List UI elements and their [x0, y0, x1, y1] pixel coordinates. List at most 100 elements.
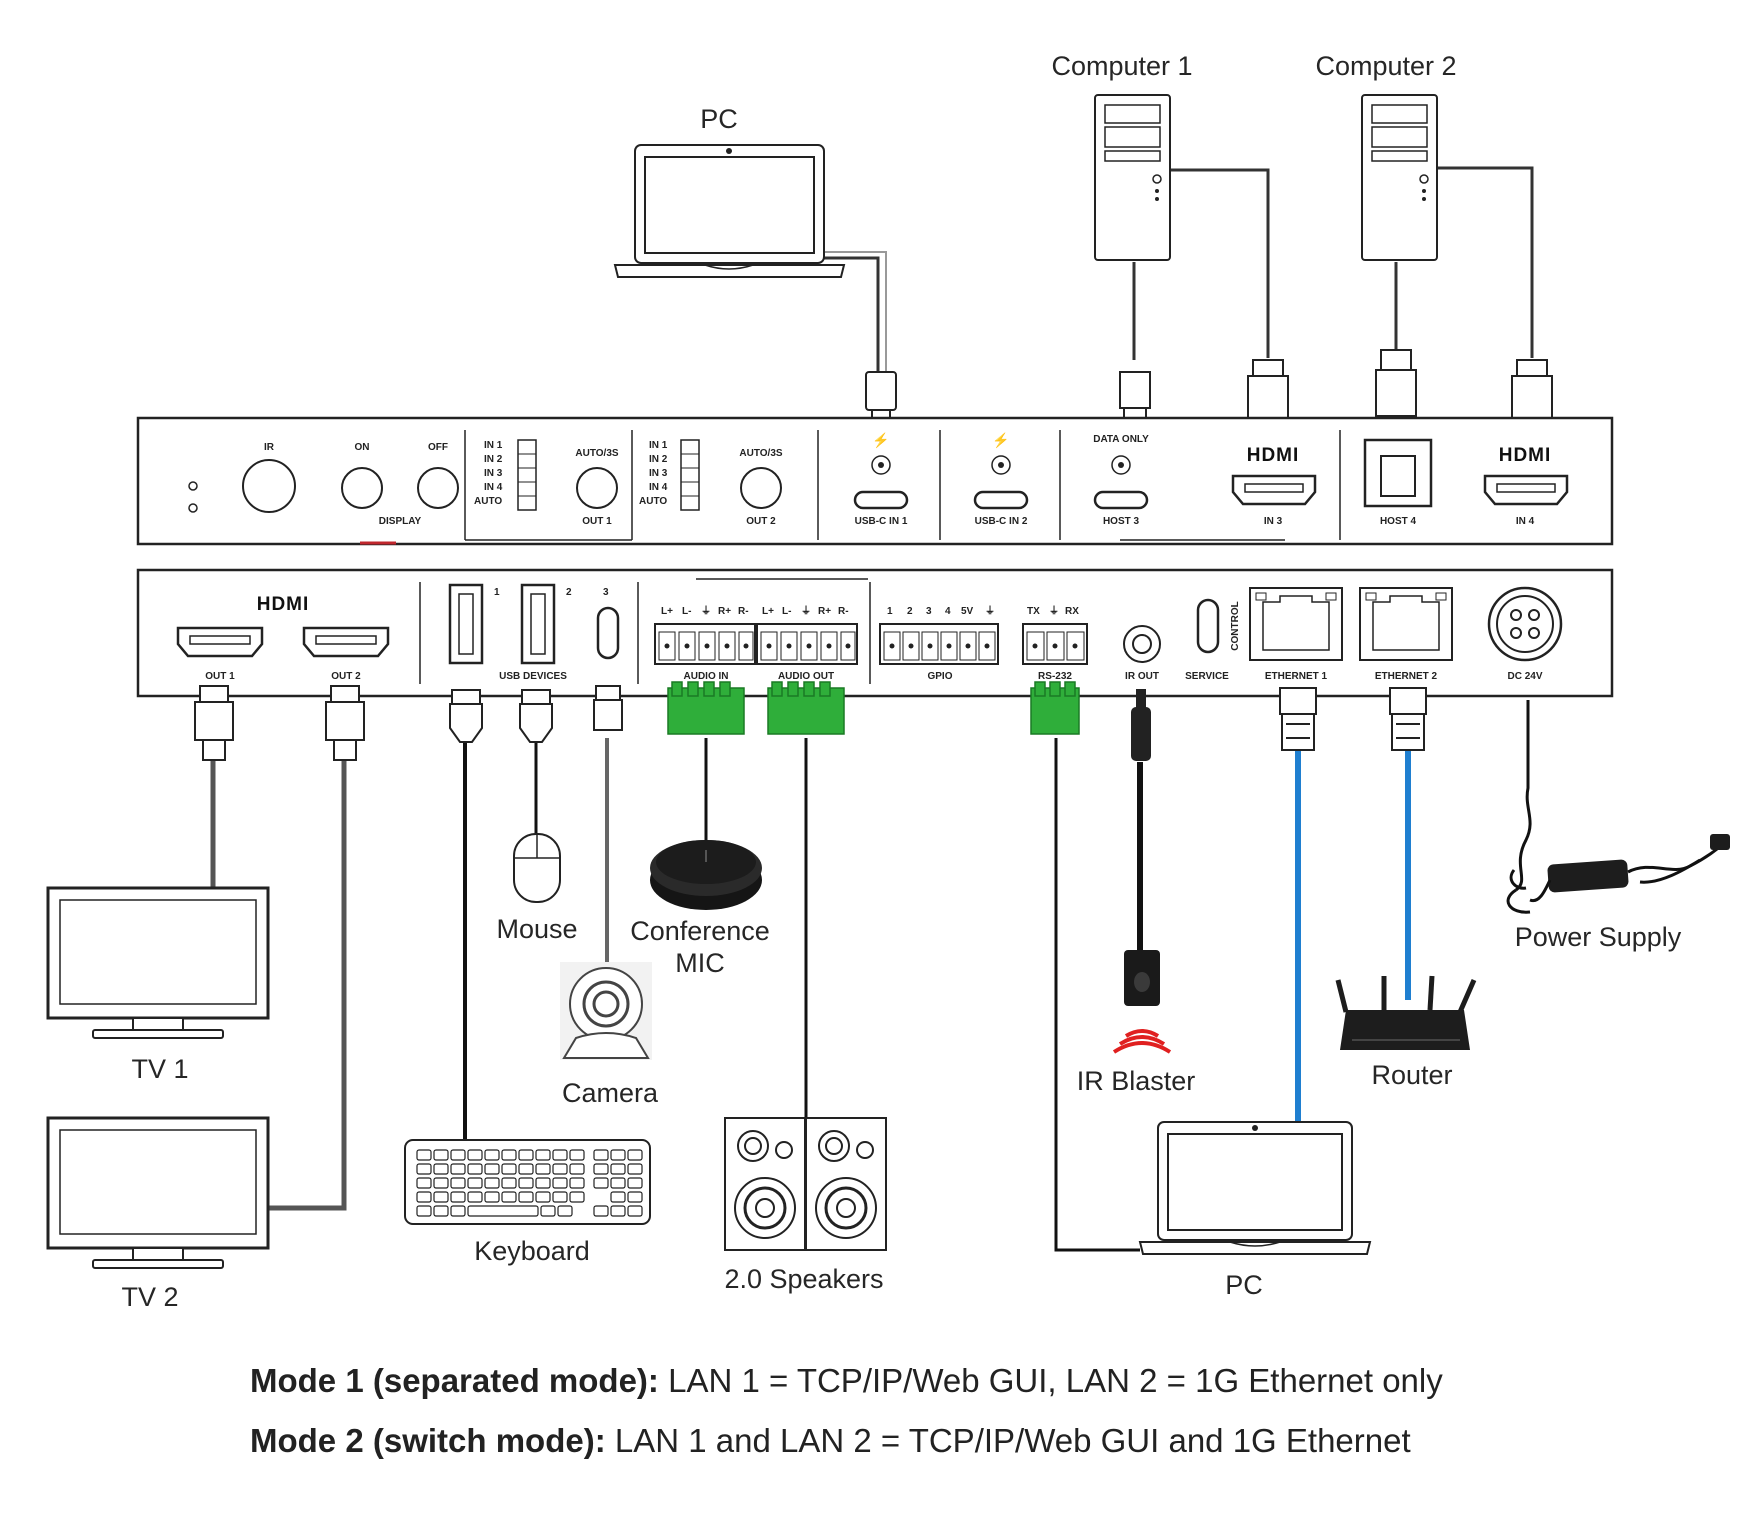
svg-text:IN 2: IN 2: [484, 454, 503, 465]
label-usbc-in1: USB-C IN 1: [855, 516, 908, 527]
svg-text:⏚: ⏚: [701, 605, 711, 617]
mode1-note: Mode 1 (separated mode): LAN 1 = TCP/IP/…: [250, 1362, 1443, 1400]
label-audio-out: AUDIO OUT: [778, 671, 834, 682]
mouse-device: [513, 833, 561, 903]
svg-text:L-: L-: [682, 606, 691, 617]
charge-icon-1: ⚡: [872, 432, 889, 449]
power-supply-device: [1506, 834, 1730, 914]
svg-text:R+: R+: [818, 606, 831, 617]
dc24v-jack[interactable]: [1487, 586, 1563, 662]
svg-text:1: 1: [494, 587, 500, 598]
label-rear-out1: OUT 1: [205, 671, 235, 682]
svg-text:RX: RX: [1065, 606, 1079, 617]
green-terminal-plugs: [667, 681, 1080, 735]
display-on-button[interactable]: [341, 467, 383, 509]
mode2-note: Mode 2 (switch mode): LAN 1 and LAN 2 = …: [250, 1422, 1411, 1460]
svg-text:⏚: ⏚: [985, 605, 995, 617]
front-panel: IR ON OFF DISPLAY IN 1 IN 2 IN 3 IN 4 AU…: [136, 416, 1614, 546]
label-control: CONTROL: [1230, 601, 1241, 650]
out1-hdmi-port[interactable]: [176, 626, 264, 658]
cables: [210, 166, 1534, 1252]
cable-out2-tv2: [268, 760, 347, 1211]
rs232-terminal[interactable]: TX ⏚ RX: [1022, 605, 1088, 665]
svg-text:4: 4: [945, 606, 951, 617]
svg-text:L+: L+: [762, 606, 774, 617]
rear-panel: HDMI OUT 1 OUT 2 1 2 3 USB DEVICES L+ L-…: [136, 568, 1614, 698]
label-auto3s-1: AUTO/3S: [575, 448, 618, 459]
display-off-button[interactable]: [417, 467, 459, 509]
svg-text:3: 3: [603, 587, 609, 598]
computer2-tower: [1361, 94, 1438, 261]
svg-text:⏚: ⏚: [801, 605, 811, 617]
ir-blaster-device: [1112, 950, 1172, 1054]
label-in3: IN 3: [1264, 516, 1283, 527]
svg-text:L+: L+: [661, 606, 673, 617]
svg-text:AUTO: AUTO: [474, 496, 502, 507]
svg-text:3: 3: [926, 606, 932, 617]
pc-top-laptop: [613, 144, 846, 278]
ir-blaster-label: IR Blaster: [1077, 1066, 1196, 1096]
svg-text:R-: R-: [838, 606, 849, 617]
speakers-device: [724, 1117, 887, 1251]
svg-text:R-: R-: [738, 606, 749, 617]
label-data-only: DATA ONLY: [1093, 434, 1149, 445]
label-ethernet2: ETHERNET 2: [1375, 671, 1438, 682]
status-led-icon: [188, 503, 198, 513]
label-off: OFF: [428, 442, 448, 453]
usbc-in1-port[interactable]: [853, 490, 909, 510]
service-usbc-port[interactable]: [1196, 598, 1220, 654]
mode1-title: Mode 1 (separated mode):: [250, 1362, 659, 1399]
usb-c-port-3[interactable]: [596, 606, 620, 660]
host3-usbc-port[interactable]: [1093, 490, 1149, 510]
ethernet2-port[interactable]: [1359, 587, 1453, 661]
label-auto3s-2: AUTO/3S: [739, 448, 782, 459]
label-usb-devices: USB DEVICES: [499, 671, 567, 682]
label-front-out1: OUT 1: [582, 516, 612, 527]
label-display: DISPLAY: [379, 516, 422, 527]
svg-text:TX: TX: [1027, 606, 1040, 617]
rear-plugs: [194, 685, 1427, 761]
cable-dc24v: [1514, 700, 1532, 892]
camera-label: Camera: [562, 1078, 659, 1108]
label-host4: HOST 4: [1380, 516, 1417, 527]
router-label: Router: [1371, 1060, 1452, 1090]
out2-hdmi-port[interactable]: [302, 626, 390, 658]
svg-text:5V: 5V: [961, 606, 974, 617]
in3-hdmi-port[interactable]: [1231, 474, 1317, 506]
camera-device: [560, 962, 652, 1060]
keyboard-label: Keyboard: [474, 1236, 590, 1266]
audio-in-terminal[interactable]: L+ L- ⏚ R+ R-: [654, 605, 756, 665]
label-on: ON: [355, 442, 370, 453]
svg-text:AUTO: AUTO: [639, 496, 667, 507]
gpio-terminal[interactable]: 1 2 3 4 5V ⏚: [879, 605, 999, 665]
label-in4: IN 4: [1516, 516, 1535, 527]
label-host3: HOST 3: [1103, 516, 1140, 527]
label-audio-in: AUDIO IN: [684, 671, 729, 682]
pc-bottom-label: PC: [1225, 1270, 1263, 1300]
mouse-label: Mouse: [496, 914, 577, 944]
label-service: SERVICE: [1185, 671, 1229, 682]
svg-text:IN 1: IN 1: [484, 440, 503, 451]
ethernet1-port[interactable]: [1249, 587, 1343, 661]
cable-computer1-in3: [1170, 168, 1270, 358]
cable-pc-usbc-in1: [812, 256, 880, 372]
label-ir: IR: [264, 442, 275, 453]
usbc-in2-port[interactable]: [973, 490, 1029, 510]
label-rs232: RS-232: [1038, 671, 1072, 682]
out1-select-button[interactable]: [576, 467, 618, 509]
mode2-title: Mode 2 (switch mode):: [250, 1422, 606, 1459]
charge-icon-2: ⚡: [992, 432, 1009, 449]
svg-text:IN 4: IN 4: [649, 482, 668, 493]
svg-text:L-: L-: [782, 606, 791, 617]
svg-text:⏚: ⏚: [1049, 605, 1059, 617]
pc-bottom-laptop: [1138, 1121, 1372, 1255]
audio-out-terminal[interactable]: L+ L- ⏚ R+ R-: [756, 605, 858, 665]
computer2-label: Computer 2: [1315, 51, 1456, 81]
tv2-monitor: [46, 1116, 270, 1269]
mode2-text: LAN 1 and LAN 2 = TCP/IP/Web GUI and 1G …: [605, 1422, 1411, 1459]
hdmi-logo-in4: HDMI: [1499, 445, 1552, 466]
out2-select-button[interactable]: [740, 467, 782, 509]
in4-hdmi-port[interactable]: [1483, 474, 1569, 506]
svg-text:IN 2: IN 2: [649, 454, 668, 465]
